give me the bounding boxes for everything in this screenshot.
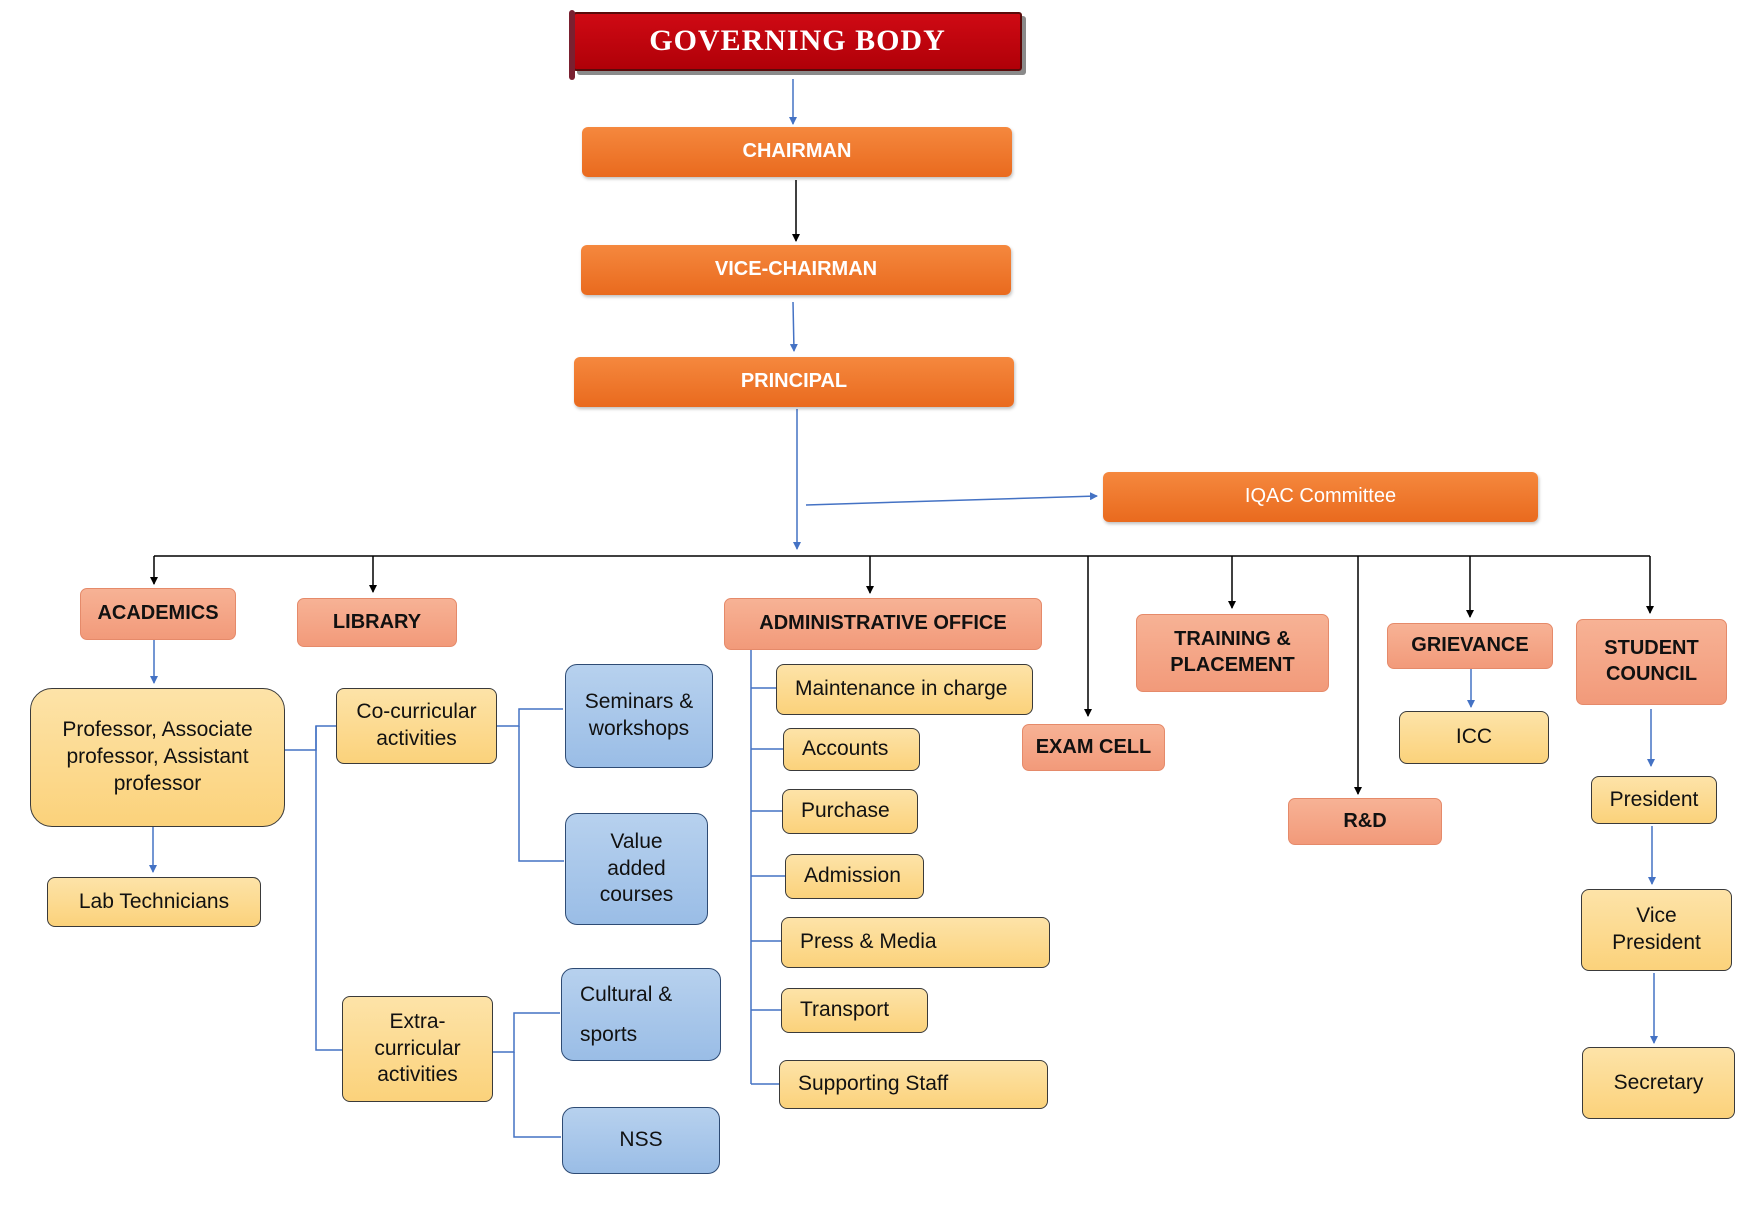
purchase-label: Purchase — [801, 799, 890, 823]
maintenance-label: Maintenance in charge — [795, 677, 1008, 701]
training-placement-node: TRAINING & PLACEMENT — [1136, 614, 1329, 692]
administrative-office-label: ADMINISTRATIVE OFFICE — [759, 612, 1007, 635]
press-media-node: Press & Media — [781, 917, 1050, 968]
library-node: LIBRARY — [297, 598, 457, 647]
rnd-node: R&D — [1288, 798, 1442, 845]
arrow-to-iqac — [805, 492, 1098, 506]
bracket-value-added — [518, 726, 564, 862]
student-council-node: STUDENT COUNCIL — [1576, 619, 1727, 705]
principal-node: PRINCIPAL — [574, 357, 1014, 407]
academics-node: ACADEMICS — [80, 588, 236, 640]
lab-technicians-node: Lab Technicians — [47, 877, 261, 927]
icc-label: ICC — [1455, 725, 1493, 749]
professors-node: Professor, Associate professor, Assistan… — [30, 688, 285, 827]
nss-node: NSS — [562, 1107, 720, 1174]
president-label: President — [1609, 787, 1699, 811]
professors-label: Professor, Associate professor, Assistan… — [62, 718, 253, 795]
bracket-cocurricular — [497, 708, 563, 727]
administrative-office-node: ADMINISTRATIVE OFFICE — [724, 598, 1042, 650]
grievance-node: GRIEVANCE — [1387, 623, 1553, 669]
bracket-nss — [513, 1052, 561, 1138]
governing-body-node: GOVERNING BODY — [569, 10, 1022, 80]
value-added-label: Value added courses — [599, 829, 674, 907]
transport-node: Transport — [781, 988, 928, 1033]
value-added-node: Value added courses — [565, 813, 708, 925]
bracket-professors-activities — [285, 725, 336, 751]
secretary-label: Secretary — [1613, 1070, 1704, 1094]
exam-cell-label: EXAM CELL — [1035, 735, 1152, 758]
accounts-label: Accounts — [802, 737, 889, 761]
purchase-node: Purchase — [782, 789, 918, 834]
admission-label: Admission — [804, 864, 901, 888]
cultural-sports-node: Cultural & sports — [561, 968, 721, 1061]
transport-label: Transport — [800, 998, 890, 1022]
governing-body-label: GOVERNING BODY — [649, 24, 946, 58]
accounts-node: Accounts — [783, 728, 920, 771]
library-label: LIBRARY — [332, 610, 422, 633]
bracket-extracurricular — [493, 1012, 560, 1053]
iqac-committee-label: IQAC Committee — [1244, 485, 1397, 508]
training-placement-label: TRAINING & PLACEMENT — [1170, 628, 1295, 676]
cultural-label-line1: Cultural & — [580, 982, 673, 1006]
vice-president-node: Vice President — [1581, 889, 1732, 971]
vice-chairman-node: VICE-CHAIRMAN — [581, 245, 1011, 295]
lab-technicians-label: Lab Technicians — [78, 889, 230, 913]
extra-curricular-label: Extra-curricular activities — [374, 1009, 461, 1087]
co-curricular-label: Co-curricular activities — [356, 700, 477, 750]
exam-cell-node: EXAM CELL — [1022, 724, 1165, 771]
nss-label: NSS — [619, 1128, 663, 1152]
supporting-staff-node: Supporting Staff — [779, 1060, 1048, 1109]
maintenance-node: Maintenance in charge — [776, 664, 1033, 715]
president-node: President — [1591, 776, 1717, 824]
vice-chairman-label: VICE-CHAIRMAN — [714, 258, 878, 281]
student-council-label: STUDENT COUNCIL — [1604, 637, 1699, 685]
secretary-node: Secretary — [1582, 1047, 1735, 1119]
academics-label: ACADEMICS — [97, 602, 219, 625]
extra-curricular-node: Extra-curricular activities — [342, 996, 493, 1102]
press-media-label: Press & Media — [800, 930, 937, 954]
grievance-label: GRIEVANCE — [1411, 634, 1529, 657]
cultural-label-line2: sports — [580, 1023, 638, 1047]
seminars-label: Seminars & workshops — [584, 690, 694, 740]
chairman-node: CHAIRMAN — [582, 127, 1012, 177]
seminars-node: Seminars & workshops — [565, 664, 713, 768]
chairman-label: CHAIRMAN — [742, 140, 852, 163]
admission-node: Admission — [785, 854, 924, 899]
vice-president-label: Vice President — [1612, 904, 1701, 954]
principal-label: PRINCIPAL — [740, 370, 848, 393]
icc-node: ICC — [1399, 711, 1549, 764]
co-curricular-node: Co-curricular activities — [336, 688, 497, 764]
rnd-label: R&D — [1343, 809, 1387, 832]
bracket-activities-extra — [315, 726, 342, 1051]
iqac-committee-node: IQAC Committee — [1103, 472, 1538, 522]
supporting-staff-label: Supporting Staff — [798, 1072, 949, 1096]
arrow-vice-chairman-to-principal — [789, 301, 798, 352]
